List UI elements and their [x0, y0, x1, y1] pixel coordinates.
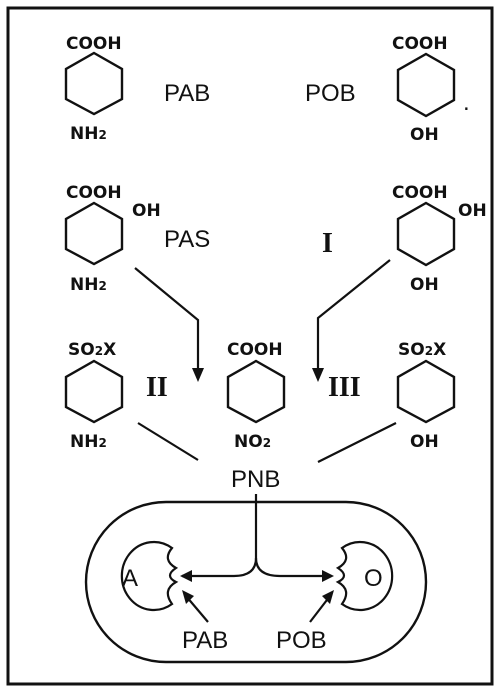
pab-label: PAB [164, 80, 210, 107]
site-a-receptor [120, 540, 179, 612]
site-o-label: O [364, 565, 383, 592]
ii-to-site-a-line [137, 422, 199, 461]
molecule-i: I COOH OH OH [322, 183, 487, 295]
pob-bottom-group: OH [410, 125, 439, 145]
pob-ring [396, 52, 456, 118]
sub-2: 2 [95, 344, 103, 358]
sub-2: 2 [98, 436, 106, 450]
diagram-frame [6, 6, 494, 686]
molecule-ii: SO2X NH2 II [64, 340, 168, 452]
arrow-pnb-to-a [180, 570, 192, 582]
pob-dot: . [463, 89, 470, 116]
pnb-top-group: COOH [227, 340, 283, 360]
ii-bottom-group: NH2 [70, 432, 107, 452]
molecule-iii: III SO2X OH [328, 340, 456, 452]
pab-ring [64, 51, 124, 116]
site-a-label: A [122, 565, 138, 592]
compound-i-label: I [322, 228, 333, 259]
iii-to-site-o-line [317, 422, 397, 463]
iii-ring [396, 359, 456, 424]
sub-2: 2 [263, 436, 271, 450]
pnb-bottom-group: NO2 [234, 432, 271, 452]
molecule-pab: COOH NH2 PAB [64, 34, 210, 144]
pnb-to-site-o-line [254, 557, 330, 578]
pab-bottom-group: NH2 [70, 124, 107, 144]
molecule-pnb: COOH NO2 PNB [226, 340, 286, 493]
pob-top-group: COOH [392, 34, 448, 54]
site-o-receptor [335, 540, 394, 612]
pnb-ring [226, 359, 286, 424]
pas-to-site-a-line [134, 267, 200, 368]
molecule-pob: POB COOH OH . [305, 34, 470, 145]
pas-ring [64, 201, 124, 266]
ii-ring [64, 359, 124, 424]
sub-2: 2 [98, 128, 106, 142]
arrow-pnb-to-o [322, 570, 334, 582]
iii-top-group: SO2X [398, 340, 446, 360]
i-side-group: OH [458, 201, 487, 221]
pob-arrow-head [322, 590, 334, 604]
pnb-label: PNB [231, 466, 280, 493]
compound-iii-label: III [328, 372, 361, 403]
arrow-to-site-a [192, 368, 204, 382]
i-to-site-o-line [316, 259, 391, 368]
pab-arrow-head [182, 590, 194, 604]
compound-ii-label: II [146, 372, 168, 403]
sub-2: 2 [98, 279, 106, 293]
ii-top-group: SO2X [68, 340, 116, 360]
i-top-group: COOH [392, 183, 448, 203]
pas-top-group: COOH [66, 183, 122, 203]
cell-pob-label: POB [276, 627, 327, 654]
pas-label: PAS [164, 226, 210, 253]
pnb-to-site-a-line [182, 557, 258, 578]
arrow-to-site-o [312, 368, 324, 382]
pas-side-group: OH [132, 201, 161, 221]
cell-outline [84, 500, 428, 664]
iii-bottom-group: OH [410, 432, 439, 452]
i-bottom-group: OH [410, 275, 439, 295]
sub-2: 2 [425, 344, 433, 358]
pab-top-group: COOH [66, 34, 122, 54]
molecule-pas: COOH OH NH2 PAS [64, 183, 210, 295]
pas-bottom-group: NH2 [70, 275, 107, 295]
i-ring [396, 201, 456, 267]
cell-pab-label: PAB [182, 627, 228, 654]
pob-label: POB [305, 80, 356, 107]
